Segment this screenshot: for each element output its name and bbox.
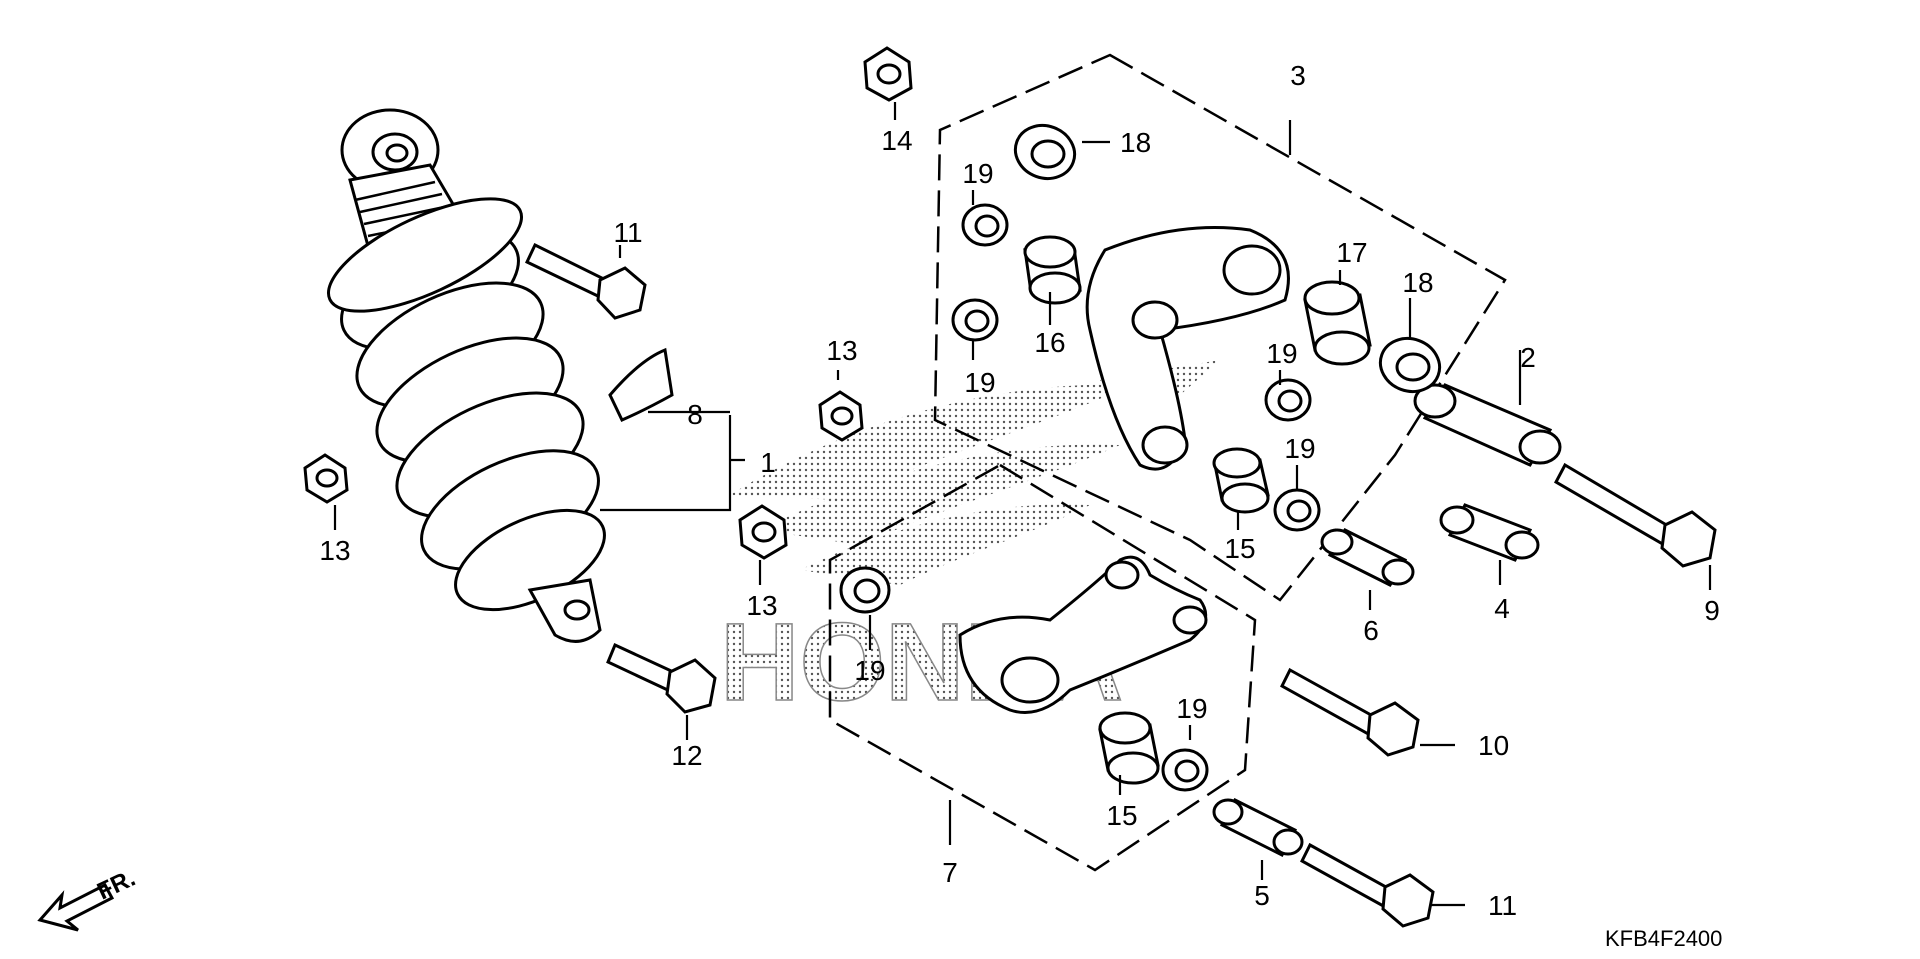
callout-15-upper: 15 xyxy=(1224,533,1255,564)
leader-lines xyxy=(333,102,1712,907)
rubber-stopper xyxy=(608,347,674,422)
bushing-17 xyxy=(1303,280,1372,366)
callout-18-top: 18 xyxy=(1120,127,1151,158)
callout-19-f: 19 xyxy=(1176,693,1207,724)
dust-seal-19-e xyxy=(839,566,891,614)
rear-shock-absorber xyxy=(326,108,606,643)
bolt-10 xyxy=(1280,667,1420,757)
callout-9: 9 xyxy=(1704,595,1720,626)
callout-14: 14 xyxy=(881,125,912,156)
collar-2 xyxy=(1413,383,1562,467)
callout-3: 3 xyxy=(1290,60,1306,91)
callout-18-right: 18 xyxy=(1402,267,1433,298)
callout-1: 1 xyxy=(760,447,776,478)
bolt-11-lower xyxy=(1300,842,1435,928)
callout-11-lower: 11 xyxy=(1488,890,1517,921)
bearing-15-lower xyxy=(1098,711,1160,785)
callout-19-e: 19 xyxy=(854,655,885,686)
callout-labels: 1 2 3 4 5 6 7 8 9 10 11 11 12 13 13 13 1… xyxy=(319,60,1719,921)
dust-seal-19-f xyxy=(1161,748,1209,792)
callout-5: 5 xyxy=(1254,880,1270,911)
dust-seal-19-a xyxy=(961,203,1009,247)
nut-top xyxy=(863,46,913,102)
arm-assembly-outline xyxy=(933,53,1507,602)
callout-19-b: 19 xyxy=(964,367,995,398)
dust-seal-19-c xyxy=(1264,378,1312,422)
callout-17: 17 xyxy=(1336,237,1367,268)
callout-19-a: 19 xyxy=(962,158,993,189)
diagram-code: KFB4F2400 xyxy=(1605,926,1722,951)
callout-11-upper: 11 xyxy=(613,217,642,248)
callout-8: 8 xyxy=(687,399,703,430)
bolt-11-upper xyxy=(525,242,647,320)
nut-upper-middle xyxy=(818,390,864,442)
callout-13-left: 13 xyxy=(319,535,350,566)
callout-16: 16 xyxy=(1034,327,1065,358)
callout-12: 12 xyxy=(671,740,702,771)
callout-13-middle: 13 xyxy=(746,590,777,621)
bearing-16 xyxy=(1023,235,1082,305)
bolt-9 xyxy=(1554,462,1717,568)
nut-middle xyxy=(738,504,788,560)
dust-seal-19-d xyxy=(1273,488,1321,532)
callout-10: 10 xyxy=(1478,730,1509,761)
collar-4 xyxy=(1439,503,1540,562)
seal-18-right xyxy=(1378,337,1442,393)
callout-6: 6 xyxy=(1363,615,1379,646)
front-direction-arrow: FR. xyxy=(37,865,140,932)
callout-19-c: 19 xyxy=(1266,338,1297,369)
bolt-12 xyxy=(606,642,717,714)
dust-seal-19-b xyxy=(951,298,999,342)
rod-assembly-outline xyxy=(828,463,1257,872)
seal-18-top xyxy=(1013,124,1077,180)
collar-6 xyxy=(1320,528,1415,587)
callout-15-lower: 15 xyxy=(1106,800,1137,831)
callout-4: 4 xyxy=(1494,593,1510,624)
callout-2: 2 xyxy=(1520,342,1536,373)
bearing-15-upper xyxy=(1212,447,1270,514)
callout-7: 7 xyxy=(942,857,958,888)
callout-13-upper: 13 xyxy=(826,335,857,366)
callout-19-d: 19 xyxy=(1284,433,1315,464)
nut-left xyxy=(303,453,349,504)
collar-5 xyxy=(1212,797,1304,858)
